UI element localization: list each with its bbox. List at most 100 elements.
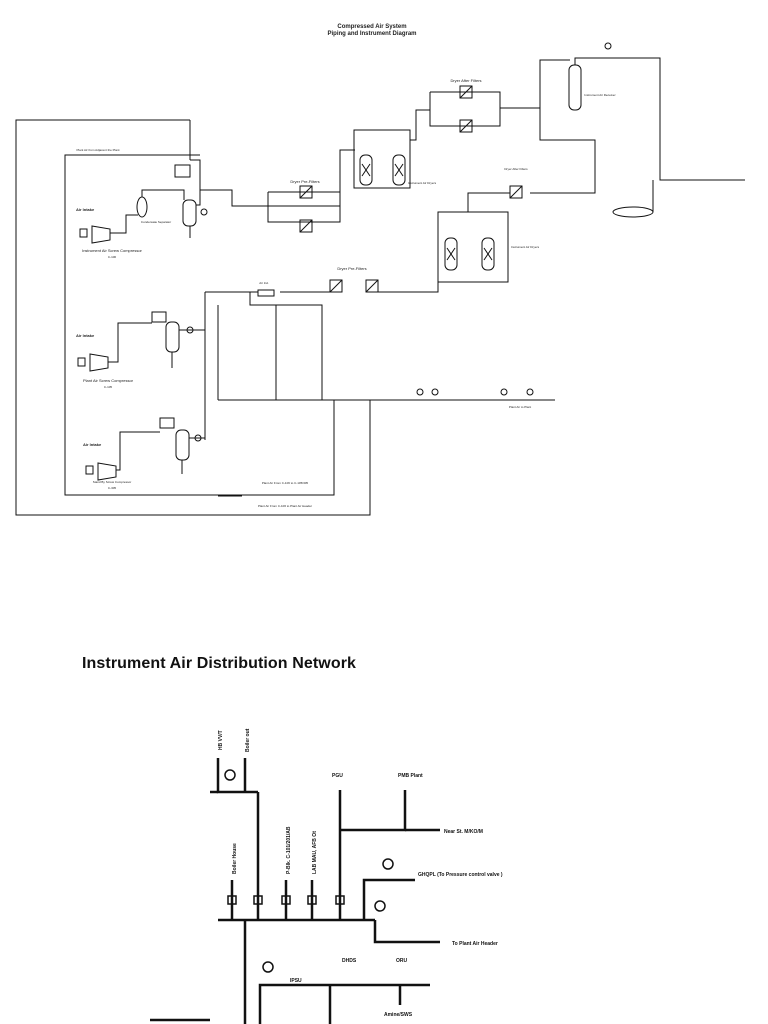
label-dryer-after-filters-top: Dryer After Filters (450, 78, 481, 83)
net-label-ipsu: IPSU (290, 978, 302, 984)
pipe-c106-riser (190, 160, 200, 205)
dryer-top-a (360, 155, 372, 185)
dryer-low-a (445, 238, 457, 270)
dryer-low-b-x2 (484, 248, 492, 260)
net-lower-header (260, 985, 345, 1024)
label-plant-air-to-plant: Plant Air to Plant (509, 405, 531, 409)
label-plant-compressor-tag: C-105 (104, 385, 113, 389)
net-label-lab: LAB MAU, AFB Ot (312, 831, 318, 874)
pipe-c105-out (108, 323, 152, 362)
gauge-header-4 (527, 389, 533, 395)
net-branch-ghqpl (364, 880, 415, 920)
pipe-mid-dryers-out (468, 193, 510, 212)
pipe-dryer-top-out (410, 110, 430, 140)
label-instrument-air-dryers-1: Instrument Air Dryers (408, 181, 437, 185)
label-instrument-air-dryers-2: Instrument Air Dryers (511, 245, 540, 249)
pipe-receiver-down (530, 108, 595, 193)
label-condensate-separator: Condensate Separator (141, 220, 171, 224)
network-title: Instrument Air Distribution Network (82, 655, 357, 672)
compressor-c305-icon (98, 463, 116, 480)
net-label-oru: ORU (396, 958, 408, 964)
label-air-intake-2: Air Intake (76, 333, 95, 338)
c106-inner-box (175, 165, 190, 177)
dryer-top-a-x2 (362, 164, 370, 176)
net-valve-3 (282, 896, 290, 904)
pid-title-line1: Compressed Air System (337, 24, 406, 30)
net-gauge-lower (263, 962, 273, 972)
label-plant-compressor: Plant Air Screw Compressor (83, 378, 134, 383)
label-air-intake-3: Air Intake (83, 442, 102, 447)
label-standby-compressor: Stand By Screw Compressor (93, 480, 132, 484)
pipe-low-prefilter-out (378, 282, 438, 292)
net-branch-plant-air (375, 920, 440, 942)
dryer-top-b (393, 155, 405, 185)
prefilter-low-1-diag (330, 280, 342, 292)
net-label-dhds: DHDS (342, 958, 357, 964)
label-plant-air-c106: Plant Air From C-106 to Plant Air Header (258, 504, 312, 508)
compressor-c106-icon (92, 226, 110, 243)
air-intake-filter-3 (86, 466, 93, 474)
pipe-c106-to-prefilters (200, 190, 268, 206)
label-instrument-compressor-tag: C-106 (108, 255, 117, 259)
pipe-afterfilter-top-out (500, 60, 570, 108)
pipe-plant-air-loop (250, 292, 322, 400)
net-label-pgu: PGU (332, 773, 343, 779)
air-intake-filter-2 (78, 358, 85, 366)
net-label-amine: Amine/SWS (384, 1012, 413, 1018)
label-dryer-pre-filters-low: Dryer Pre-Filters (337, 266, 366, 271)
net-label-ghqpl: GHQPL (To Pressure control valve ) (418, 872, 503, 878)
dryer-top-b-x2 (395, 164, 403, 176)
inner-frame-line (65, 155, 334, 495)
net-valve-5 (336, 896, 344, 904)
pipe-c305-out (116, 432, 160, 470)
gauge-header-2 (432, 389, 438, 395)
net-label-boiler-out: Boiler out (245, 728, 251, 752)
prefilter-low-2 (366, 280, 378, 292)
label-instrument-compressor: Instrument Air Screw Compressor (82, 248, 142, 253)
outer-frame-line (16, 120, 370, 515)
net-branch-pmb (340, 790, 405, 830)
gauge-header-1 (417, 389, 423, 395)
label-instrument-air-receiver: Instrument Air Receiver (584, 93, 615, 97)
air-intake-filter-1 (80, 229, 87, 237)
net-gauge-ghqpl (383, 859, 393, 869)
dryer-low-b (482, 238, 494, 270)
net-top-bracket (218, 758, 258, 792)
network-labels: HB VV/T Boiler out PGU PMB Plant Boiler … (218, 728, 503, 1018)
afterfilter-mid (510, 186, 522, 198)
pipe-prefilter-to-dryer (340, 150, 355, 206)
network-diagram (150, 758, 440, 1024)
pipe-separator-to-receiver (142, 190, 184, 200)
pipe-c106-out (110, 215, 138, 233)
dryer-low-a-x2 (447, 248, 455, 260)
net-label-pbb: P-Blk. C-101/201/AB (286, 826, 292, 874)
pid-diagram: Compressed Air System Piping and Instrum… (16, 24, 745, 515)
label-plant-air-adjacent: Plant Air from Adjacent the Plant (76, 148, 119, 152)
net-label-boiler-house: Boiler House (232, 843, 238, 874)
gauge-header-3 (501, 389, 507, 395)
label-dryer-prefilters: Dryer Pre-Filters (290, 179, 319, 184)
c105-inner-box (152, 312, 166, 322)
net-label-near-st: Near St. M/KO/M (444, 829, 483, 835)
net-valve-2 (254, 896, 262, 904)
net-label-pmb-plant: PMB Plant (398, 773, 423, 779)
net-gauge-mid (375, 901, 385, 911)
net-valve-1 (228, 896, 236, 904)
label-standby-compressor-tag: C-305 (108, 486, 117, 490)
label-air-intake-1: Air Intake (76, 207, 95, 212)
afterfilter-mid-diag (510, 186, 522, 198)
net-gauge-top (225, 770, 235, 780)
pid-title-line2: Piping and Instrument Diagram (327, 31, 416, 37)
pipe-prefilter-branch-top (268, 192, 340, 222)
dryer-top-frame (354, 130, 410, 188)
dryer-low-frame (438, 212, 508, 282)
prefilter-low-2-diag (366, 280, 378, 292)
prefilter-2 (300, 220, 312, 232)
compressor-c105-icon (90, 354, 108, 371)
c106-gauge (201, 209, 207, 215)
label-plant-air-c105: Plant Air From C-106 to C-105/305 (262, 481, 309, 485)
prefilter-low-1 (330, 280, 342, 292)
c305-inner-box (160, 418, 174, 428)
